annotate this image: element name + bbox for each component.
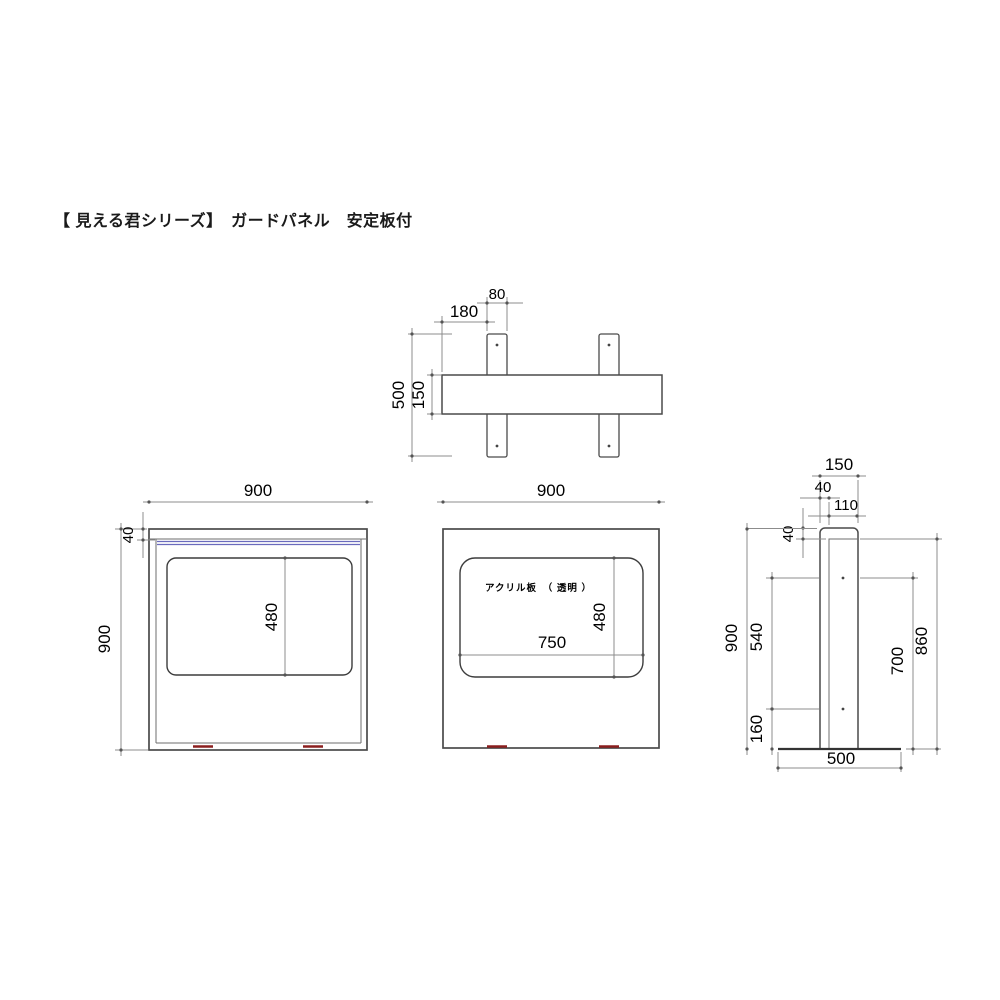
dimension-depth — [408, 328, 452, 462]
dimension-label: 700 — [888, 647, 907, 675]
dimension-label: 40 — [815, 479, 832, 496]
dimension-label: 900 — [537, 481, 565, 500]
dimension-acrylic-window-width — [458, 653, 645, 657]
dimension-label: 900 — [244, 481, 272, 500]
acrylic-window-outline — [459, 557, 644, 678]
dimension-acrylic-window-height — [612, 556, 616, 679]
dimension-label: 750 — [538, 633, 566, 652]
dimension-label: 150 — [409, 381, 428, 409]
dimension-label: 480 — [262, 603, 281, 631]
dimension-hole-span — [766, 572, 819, 714]
front-view: 900 40 900 — [95, 481, 373, 756]
dimension-foot-offset — [434, 316, 495, 372]
dimension-acrylic-width — [437, 500, 665, 504]
dimension-label: 500 — [827, 749, 855, 768]
dimension-panel-thickness — [427, 369, 441, 420]
dimension-side-height — [745, 523, 817, 755]
dimension-hole-to-base — [860, 572, 941, 755]
dimension-label: 40 — [780, 526, 797, 543]
dimension-label: 900 — [95, 625, 114, 653]
hole-icon — [841, 576, 845, 580]
front-window-outline — [166, 557, 353, 676]
hole-icon — [495, 343, 499, 347]
side-view: 150 40 110 40 — [722, 455, 942, 772]
hole-icon — [607, 444, 611, 448]
dimension-label: 80 — [489, 286, 506, 303]
dimension-inner-height — [860, 533, 942, 755]
dimension-front-offset — [800, 496, 840, 500]
dimension-label: 150 — [825, 455, 853, 474]
dimension-label: 160 — [747, 715, 766, 743]
dimension-label: 900 — [722, 624, 741, 652]
dimension-base-width — [776, 752, 903, 772]
material-label: アクリル板 （ 透明 ） — [485, 582, 592, 594]
dimension-front-height — [115, 523, 148, 756]
side-profile-outline — [819, 527, 859, 749]
acrylic-view: アクリル板 （ 透明 ） 900 750 480 — [437, 481, 665, 749]
dimension-label: 110 — [834, 497, 858, 514]
dimension-label: 40 — [120, 527, 137, 544]
dimension-front-width — [143, 500, 373, 504]
dimension-front-window-height — [283, 556, 287, 677]
hole-icon — [841, 707, 845, 711]
dimension-label: 540 — [747, 623, 766, 651]
drawing-title: 【 見える君シリーズ】 ガードパネル 安定板付 — [54, 213, 413, 230]
dimension-base-to-hole — [770, 703, 774, 755]
dimension-label: 860 — [912, 627, 931, 655]
hole-icon — [607, 343, 611, 347]
hole-icon — [495, 444, 499, 448]
dimension-foot-width — [477, 297, 523, 331]
top-view-panel-outline — [441, 374, 663, 415]
dimension-label: 180 — [450, 302, 478, 321]
side-inner-line — [828, 538, 858, 749]
top-view: 80 180 500 — [389, 286, 663, 462]
dimension-label: 500 — [389, 381, 408, 409]
dimension-label: 480 — [590, 603, 609, 631]
dimension-side-panel-thickness — [808, 502, 866, 525]
